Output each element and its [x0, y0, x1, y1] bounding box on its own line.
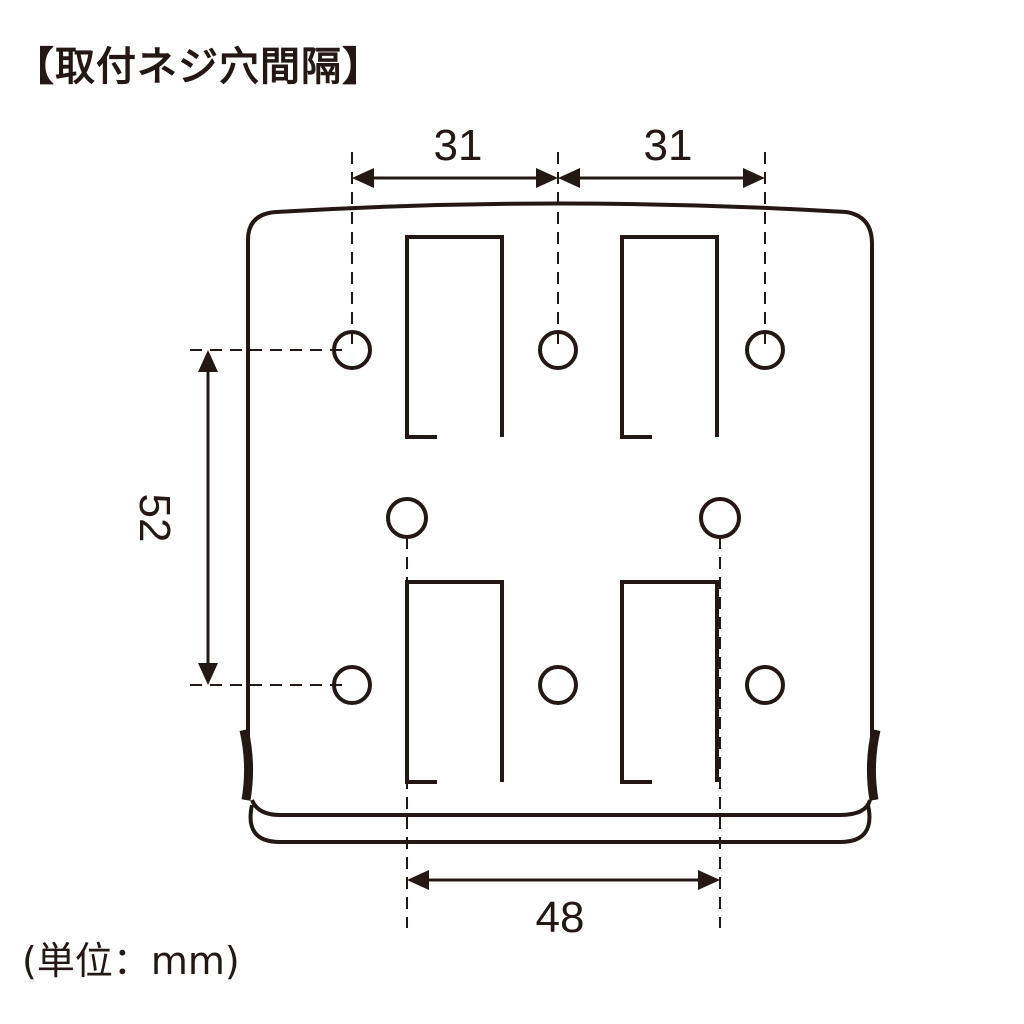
diagram-title: 【取付ネジ穴間隔】 [14, 44, 383, 90]
dimension-label: 31 [644, 121, 693, 170]
plate-outline [246, 201, 874, 800]
screw-hole [386, 497, 428, 539]
dimension-label: 52 [130, 494, 179, 543]
dimension-bottom: 48 [407, 870, 720, 942]
slot-bottom-right [620, 580, 719, 784]
plate-left-edge-thick [239, 728, 254, 801]
screw-hole [699, 497, 741, 539]
plate-bottom-inner [250, 799, 872, 817]
unit-note: (単位：mm) [22, 939, 240, 983]
dimension-label: 48 [536, 893, 585, 942]
dimension-top-left: 31 [352, 121, 558, 188]
plate-bottom-outer [248, 804, 872, 844]
extension-lines [190, 152, 766, 928]
slot-top-right [620, 235, 719, 439]
dimension-top-right: 31 [558, 121, 765, 188]
slot-bottom-left [405, 580, 504, 784]
dimension-label: 31 [434, 121, 483, 170]
slot-top-left [405, 235, 504, 439]
plate-right-edge-thick [866, 728, 881, 801]
screw-hole [538, 665, 578, 705]
screw-hole [745, 665, 785, 705]
dimension-vertical: 52 [130, 350, 218, 685]
